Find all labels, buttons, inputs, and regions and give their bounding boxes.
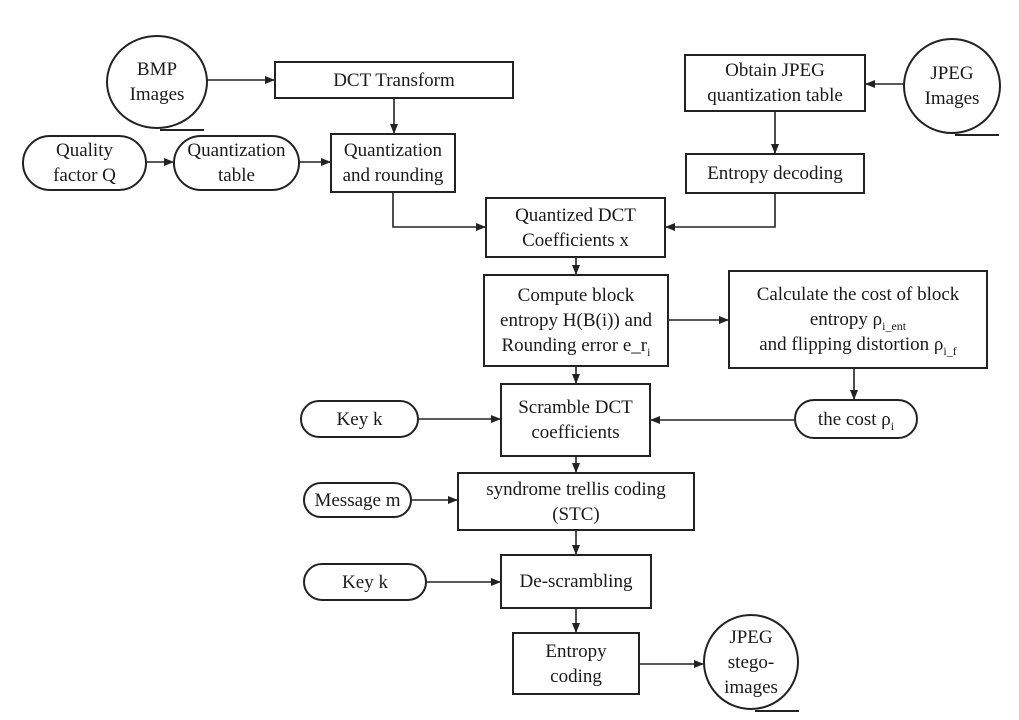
calc-label-line2-text: entropy ρ: [809, 309, 883, 330]
quality-factor-label-line1: Quality: [56, 140, 113, 161]
obtain-jpeg-qtable-label-line1: Obtain JPEG: [725, 60, 825, 81]
calc-label-line3-text: and flipping distortion ρ: [759, 334, 944, 355]
quantized-dct-node: Quantized DCT Coefficients x: [485, 197, 666, 258]
edge-quant-to-qdct: [392, 193, 486, 231]
bmp-images-underline: [160, 129, 204, 131]
jpeg-images-label-line2: Images: [924, 88, 980, 109]
message-m-label: Message m: [314, 489, 401, 511]
jpeg-images-underline: [955, 134, 999, 136]
calc-label-line1: Calculate the cost of block: [756, 284, 960, 305]
quantization-table-label-line1: Quantization: [187, 140, 286, 161]
quantization-table-label-line2: table: [218, 165, 255, 186]
quality-factor-node: Quality factor Q: [22, 135, 147, 191]
obtain-jpeg-qtable-node: Obtain JPEG quantization table: [684, 54, 866, 112]
quantization-rounding-label-line1: Quantization: [343, 140, 443, 161]
key-k-node-1: Key k: [300, 400, 419, 438]
edge-entropy-dec-to-qdct: [665, 194, 776, 231]
stc-node: syndrome trellis coding (STC): [457, 472, 695, 531]
calc-label-line3: and flipping distortion ρi_f: [757, 332, 960, 357]
bmp-images-label-line1: BMP: [136, 59, 178, 80]
cost-rho-label: the cost ρi: [818, 407, 894, 432]
scramble-label-line2: coefficients: [531, 422, 620, 443]
compute-label-line2: entropy H(B(i)) and: [500, 310, 652, 331]
compute-label-line3-text: Rounding error e_r: [501, 335, 648, 356]
calc-label-line2-subscript: i_ent: [882, 318, 907, 333]
stc-label-line1: syndrome trellis coding: [486, 478, 666, 500]
bmp-images-label-line2: Images: [129, 84, 185, 105]
jpeg-images-label-line1: JPEG: [930, 63, 974, 84]
calc-label-line3-subscript: i_f: [943, 343, 957, 358]
quality-factor-label-line2: factor Q: [53, 165, 116, 186]
quantization-table-node: Quantization table: [173, 135, 300, 191]
scramble-label-line1: Scramble DCT: [518, 397, 633, 418]
entropy-coding-node: Entropy coding: [512, 632, 640, 695]
scramble-dct-node: Scramble DCT coefficients: [500, 383, 651, 457]
entropy-decoding-node: Entropy decoding: [685, 153, 865, 194]
dct-transform-label: DCT Transform: [333, 69, 455, 91]
jpeg-stego-images-node: JPEG stego- images: [703, 614, 799, 710]
stego-label-line1: JPEG: [729, 626, 773, 648]
key-k-label-1: Key k: [336, 408, 383, 430]
calc-label-line2: entropy ρi_ent: [757, 307, 960, 332]
entropy-coding-label-line2: coding: [550, 665, 602, 687]
compute-label-line3-subscript: i: [647, 344, 651, 359]
jpeg-images-node: JPEG Images: [903, 38, 1001, 134]
key-k-label-2: Key k: [342, 571, 388, 593]
stego-label-line3: images: [724, 676, 778, 698]
compute-label-line3: Rounding error e_ri: [500, 333, 652, 358]
bmp-images-node: BMP Images: [106, 35, 208, 129]
stego-images-underline: [755, 710, 799, 712]
cost-rho-node: the cost ρi: [794, 399, 918, 439]
calculate-cost-node: Calculate the cost of block entropy ρi_e…: [728, 270, 988, 369]
de-scrambling-label: De-scrambling: [519, 571, 633, 592]
stc-label-line2: (STC): [552, 503, 600, 525]
key-k-node-2: Key k: [303, 563, 427, 601]
obtain-jpeg-qtable-label-line2: quantization table: [707, 85, 843, 106]
quantized-dct-label-line1: Quantized DCT: [515, 204, 636, 226]
stego-label-line2: stego-: [727, 651, 775, 673]
entropy-decoding-label: Entropy decoding: [707, 163, 843, 184]
quantization-rounding-label-line2: and rounding: [342, 165, 444, 186]
dct-transform-node: DCT Transform: [274, 61, 514, 99]
compute-label-line1: Compute block: [517, 285, 635, 306]
cost-rho-text: the cost ρ: [817, 408, 891, 430]
entropy-coding-label-line1: Entropy: [545, 640, 607, 662]
compute-block-entropy-node: Compute block entropy H(B(i)) and Roundi…: [483, 274, 669, 367]
de-scrambling-node: De-scrambling: [500, 554, 652, 609]
quantization-rounding-node: Quantization and rounding: [330, 133, 456, 193]
cost-rho-subscript: i: [890, 418, 895, 433]
quantized-dct-label-line2: Coefficients x: [522, 229, 629, 251]
message-m-node: Message m: [303, 482, 412, 518]
